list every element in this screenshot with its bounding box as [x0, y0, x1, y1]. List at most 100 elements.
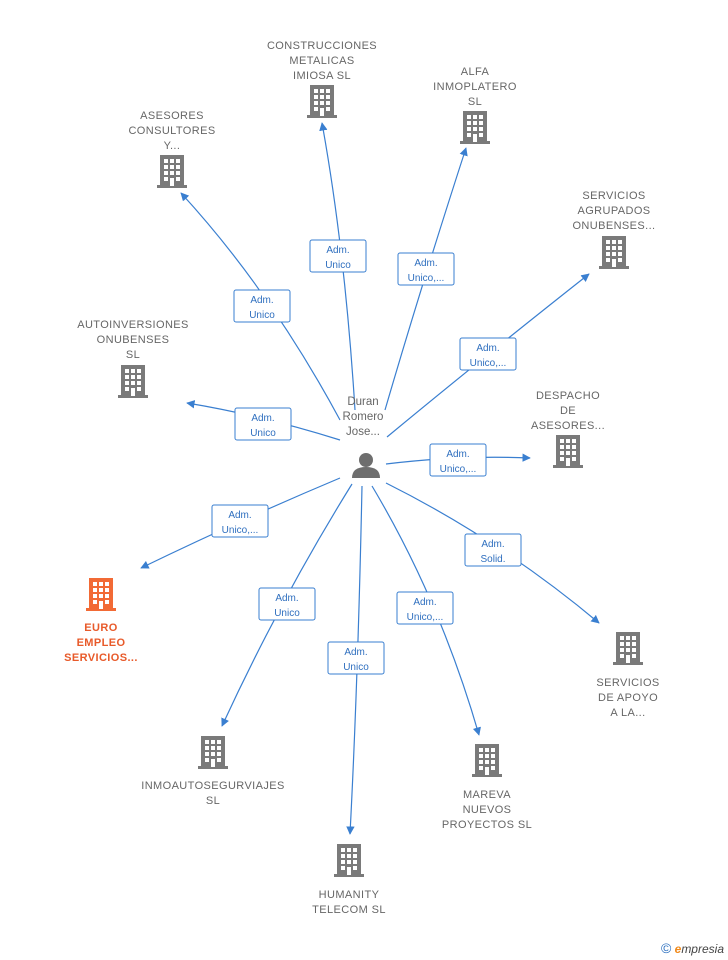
company-label: ASESORES [140, 110, 204, 122]
company-label: SERVICIOS [596, 677, 659, 689]
edge-label-box [211, 504, 269, 538]
company-label: NUEVOS [463, 804, 512, 816]
edge-label-text: Unico,... [222, 525, 259, 536]
edge-euro-empleo: Adm. Unico,... [140, 477, 341, 569]
edge-construcciones: Adm. Unico [309, 122, 367, 411]
building-icon [198, 736, 228, 769]
edge-label-mareva[interactable]: Adm.Unico,... [396, 591, 454, 625]
company-node-servicios-apoyo[interactable]: SERVICIOS DE APOYO A LA... [596, 632, 659, 719]
company-label: INMOPLATERO [433, 81, 517, 93]
edge-label-text: Adm. [344, 647, 367, 658]
edge-label-text: Unico,... [407, 612, 444, 623]
building-icon [118, 365, 148, 398]
company-label: AUTOINVERSIONES [77, 319, 189, 331]
company-label: Y... [164, 140, 181, 152]
edge-label-text: Unico,... [408, 273, 445, 284]
edge-label-servicios-apoyo[interactable]: Adm.Solid. [464, 533, 522, 567]
edge-label-box [309, 239, 367, 273]
company-label: METALICAS [289, 55, 354, 67]
edge-despacho: Adm. Unico,... [385, 443, 531, 477]
company-label: DE [560, 405, 576, 417]
company-label: CONSULTORES [128, 125, 215, 137]
person-label: Jose... [346, 426, 380, 438]
edge-servicios-apoyo: Adm.Solid. [385, 482, 600, 624]
building-icon [553, 435, 583, 468]
edge-label-text: Unico [325, 260, 351, 271]
edge-label-text: Unico [249, 310, 275, 321]
building-icon [472, 744, 502, 777]
company-node-despacho[interactable]: DESPACHODEASESORES... [531, 390, 605, 468]
company-node-humanity[interactable]: HUMANITY TELECOM SL [312, 844, 386, 916]
edge-label-servicios-agrupados[interactable]: Adm. Unico,... [459, 337, 517, 371]
edge-label-text: Adm. [326, 245, 349, 256]
building-icon [86, 578, 116, 611]
building-icon [157, 155, 187, 188]
edge-label-inmoauto[interactable]: Adm. Unico [258, 587, 316, 621]
edge-label-box [258, 587, 316, 621]
company-label: TELECOM SL [312, 904, 386, 916]
company-label: SL [206, 795, 220, 807]
edge-servicios-agrupados: Adm. Unico,... [386, 273, 590, 438]
edge-label-box [429, 443, 487, 477]
edge-humanity: Adm.Unico [327, 485, 385, 835]
brand-logo: empresia [674, 942, 724, 956]
company-label: A LA... [610, 707, 645, 719]
company-label: HUMANITY [319, 889, 380, 901]
edge-label-box [234, 407, 292, 441]
company-label: SERVICIOS... [64, 652, 138, 664]
edge-label-text: Adm. [476, 343, 499, 354]
edge-label-text: Unico [250, 428, 276, 439]
edge-label-asesores[interactable]: Adm. Unico [233, 289, 291, 323]
company-label: INMOAUTOSEGURVIAJES [141, 780, 285, 792]
company-label: DESPACHO [536, 390, 600, 402]
company-label: ONUBENSES... [572, 220, 655, 232]
edge-alfa: Adm. Unico,... [384, 147, 468, 411]
edge-label-box [464, 533, 522, 567]
person-node[interactable]: DuranRomeroJose... [343, 396, 384, 478]
copyright-footer: © empresia [661, 940, 724, 956]
edge-label-construcciones[interactable]: Adm. Unico [309, 239, 367, 273]
person-label: Romero [343, 411, 384, 423]
building-icon [460, 111, 490, 144]
building-icon [599, 236, 629, 269]
edge-label-box [327, 641, 385, 675]
person-icon [352, 453, 380, 478]
edge-inmoauto: Adm. Unico [221, 483, 353, 727]
edge-label-alfa[interactable]: Adm. Unico,... [397, 252, 455, 286]
person-label: Duran [347, 396, 378, 408]
building-icon [613, 632, 643, 665]
company-node-servicios-agrupados[interactable]: SERVICIOS AGRUPADOS ONUBENSES... [572, 190, 655, 269]
edge-mareva: Adm.Unico,... [371, 485, 481, 736]
company-label: DE APOYO [598, 692, 658, 704]
building-icon [307, 85, 337, 118]
edge-label-text: Adm. [275, 593, 298, 604]
company-label: ALFA [461, 66, 490, 78]
edge-asesores: Adm. Unico [180, 192, 341, 421]
edge-label-text: Adm. [414, 258, 437, 269]
edge-label-humanity[interactable]: Adm.Unico [327, 641, 385, 675]
edge-label-text: Unico,... [440, 464, 477, 475]
edge-label-autoinversiones[interactable]: Adm.Unico [234, 407, 292, 441]
edge-label-text: Unico [274, 608, 300, 619]
edge-label-text: Unico,... [470, 358, 507, 369]
company-node-inmoauto[interactable]: INMOAUTOSEGURVIAJES SL [141, 736, 285, 807]
company-label: SL [126, 349, 140, 361]
edge-label-euro-empleo[interactable]: Adm. Unico,... [211, 504, 269, 538]
company-label: AGRUPADOS [577, 205, 650, 217]
company-label: SERVICIOS [582, 190, 645, 202]
edge-label-box [397, 252, 455, 286]
company-label: IMIOSA SL [293, 70, 351, 82]
edge-label-text: Adm. [250, 295, 273, 306]
edge-label-text: Adm. [228, 510, 251, 521]
company-node-asesores[interactable]: ASESORES CONSULTORES Y... [128, 110, 215, 188]
edge-label-text: Adm. [446, 449, 469, 460]
company-label: EURO [84, 622, 117, 634]
company-label: EMPLEO [77, 637, 126, 649]
company-node-euro-empleo[interactable]: EURO EMPLEO SERVICIOS... [64, 578, 138, 664]
edge-label-despacho[interactable]: Adm. Unico,... [429, 443, 487, 477]
